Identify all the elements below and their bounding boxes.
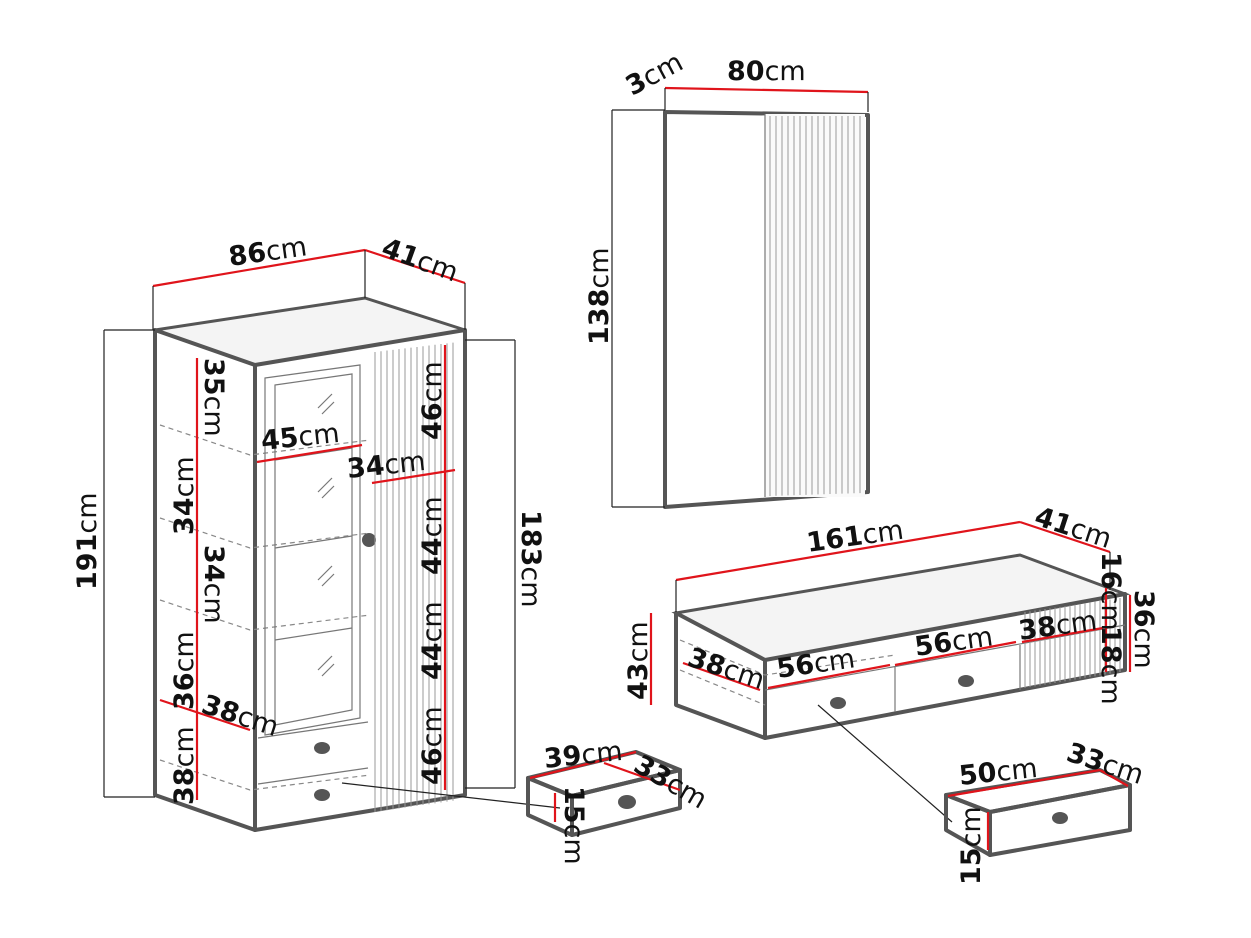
cabinet: 86cm 41cm 191cm 183cm 35cm 34cm 34cm 36c… [72, 231, 546, 832]
shelf-height-label-3: 34cm [198, 545, 229, 624]
tv-drawer-depth-label: 33cm [1063, 737, 1147, 791]
shelf-height-label-1: 35cm [198, 358, 229, 437]
shelf-depth-label: 38cm [198, 689, 282, 743]
tv-stand-height-label: 43cm [623, 621, 654, 700]
tv-stand-compartment-3-width-label: 38cm [1017, 605, 1099, 647]
cabinet-drawer-depth-label: 33cm [629, 749, 713, 815]
right-compartment-width-label: 34cm [345, 446, 427, 485]
right-height-label-1: 46cm [417, 361, 448, 440]
tv-stand: 161cm 41cm 43cm 16cm 36cm 18cm 38cm 56cm… [623, 501, 1159, 740]
cabinet-depth-label: 41cm [378, 232, 463, 288]
cabinet-width-label: 86cm [227, 231, 309, 273]
right-height-label-4: 46cm [417, 706, 448, 785]
tv-stand-top-clearance-label: 16cm [1095, 552, 1126, 631]
cabinet-drawer: 39cm 33cm 15cm [341, 736, 713, 865]
shelf-height-label-2: 34cm [169, 456, 200, 535]
mirror-depth-label: 3cm [621, 47, 688, 103]
tv-stand-right-lower-label: 18cm [1095, 626, 1126, 705]
mirror-height-label: 138cm [584, 247, 615, 345]
mirror-width-line [664, 86, 869, 94]
tv-drawer-width-label: 50cm [957, 753, 1039, 792]
cabinet-drawer-height-label: 15cm [558, 786, 589, 865]
tv-drawer-height-label: 15cm [956, 806, 987, 885]
shelf-height-label-4: 36cm [169, 631, 200, 710]
shelf-width-label: 45cm [259, 418, 341, 457]
tv-drawer: 50cm 33cm 15cm [817, 704, 1147, 885]
tv-stand-right-height-label: 36cm [1128, 590, 1159, 669]
mirror: 80cm 3cm 138cm [584, 47, 870, 509]
cabinet-total-height-label: 191cm [72, 492, 103, 590]
tv-stand-compartment-2-width-label: 56cm [913, 621, 995, 663]
right-height-label-3: 44cm [417, 601, 448, 680]
mirror-width-label: 80cm [727, 56, 806, 87]
shelf-height-label-5: 38cm [169, 726, 200, 805]
tv-stand-depth-label: 41cm [1031, 501, 1115, 555]
cabinet-body-height-label: 183cm [515, 510, 546, 608]
tv-stand-compartment-1-width-label: 56cm [775, 643, 857, 685]
tv-stand-width-label: 161cm [805, 515, 906, 559]
cabinet-drawer-width-label: 39cm [542, 736, 624, 775]
right-height-label-2: 44cm [417, 496, 448, 575]
